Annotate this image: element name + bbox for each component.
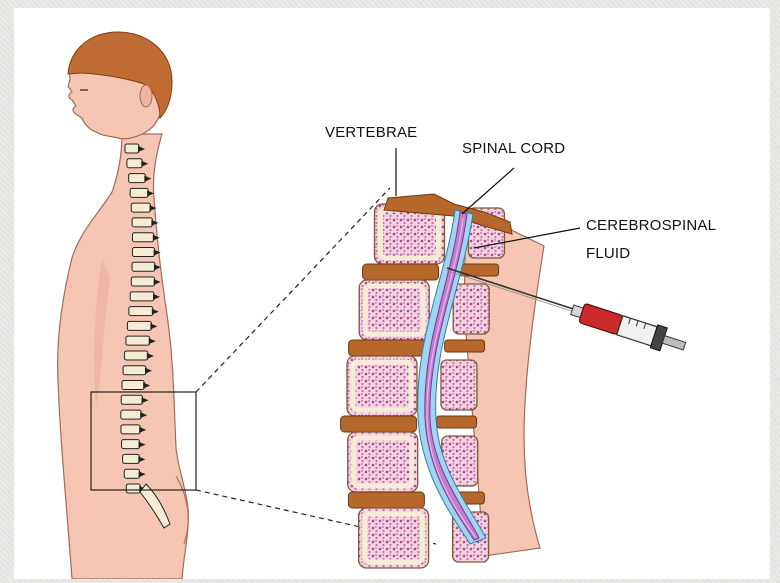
diagram-panel: VERTEBRAE SPINAL CORD CEREBROSPINAL FLUI… [14,8,770,579]
spinous-process [441,360,477,410]
body-silhouette [58,134,189,579]
spine-vertebra [125,144,139,153]
spine-vertebra [121,410,141,419]
spine-vertebra [126,336,150,345]
vertebral-body [348,432,418,492]
spine-vertebra [126,484,140,493]
syringe-barrel-red [579,303,623,334]
spine-vertebra [129,307,153,316]
spine-vertebra [132,218,152,227]
human-figure [58,32,196,579]
vertebral-body [359,280,429,340]
intervertebral-disc [341,416,417,432]
ear [140,85,152,107]
spine-vertebra [124,351,147,360]
intervertebral-disc [363,264,439,280]
spine-vertebra [132,233,153,242]
vertebral-body [359,508,429,568]
spine-vertebra [132,262,155,271]
spine-vertebra [131,203,150,212]
spinous-process [453,284,489,334]
label-spinal-cord: SPINAL CORD [462,140,565,158]
spinal-cord-leader-line [462,168,514,214]
spine-vertebra [130,292,154,301]
ligament [445,340,485,352]
spine-vertebra [127,321,151,330]
spine-vertebra [122,440,140,449]
spine-vertebra [127,159,142,168]
spine-vertebra [121,395,142,404]
label-csf-line1: CEREBROSPINAL [586,217,716,235]
spine-vertebra [123,366,146,375]
spine-vertebra [132,247,154,256]
label-vertebrae: VERTEBRAE [325,124,417,142]
syringe-plunger-rod [662,336,685,350]
spine-vertebra [122,381,144,390]
vertebral-body [347,356,417,416]
spine-vertebra [124,469,139,478]
intervertebral-disc [349,340,425,356]
label-csf-line2: FLUID [586,245,630,263]
enlarged-spine-section [341,194,544,568]
spine-vertebra [130,188,148,197]
syringe-barrel-clear [617,316,657,346]
intervertebral-disc [348,492,424,508]
spine-vertebra [131,277,154,286]
spine-vertebra [121,425,140,434]
spine-vertebra [123,454,140,463]
ligament [437,416,477,428]
spine-vertebra [129,174,146,183]
lumbar-puncture-diagram [14,8,770,579]
